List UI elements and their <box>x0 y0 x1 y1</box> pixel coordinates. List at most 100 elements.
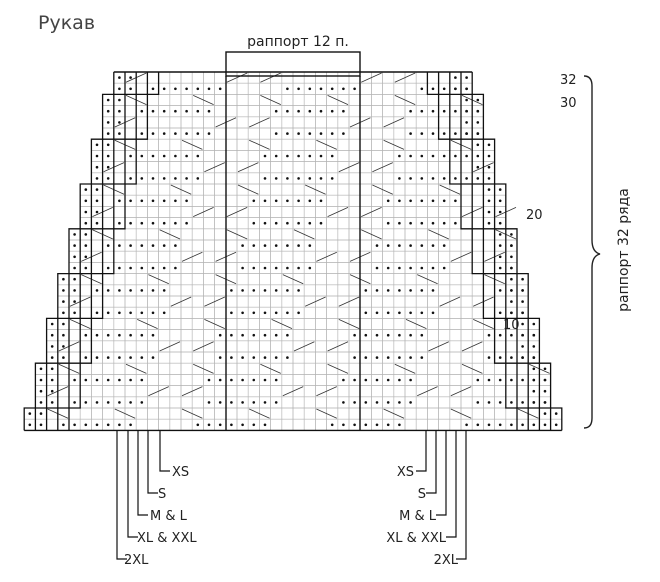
purl-dot <box>84 423 88 427</box>
purl-dot <box>151 311 155 315</box>
grid-cell <box>359 340 372 353</box>
grid-cell <box>438 374 451 386</box>
grid-cell <box>247 385 260 398</box>
edge-dot <box>476 132 480 135</box>
purl-dot <box>274 401 278 404</box>
edge-dot <box>521 277 524 281</box>
size-label-left-xlxxl: XL & XXL <box>137 531 197 546</box>
grid-cell <box>371 194 383 207</box>
grid-cell <box>281 71 294 84</box>
edge-dot <box>465 98 468 102</box>
edge-dot <box>50 322 54 326</box>
purl-dot <box>106 423 110 427</box>
grid-cell <box>214 71 227 84</box>
purl-dot <box>196 109 200 113</box>
grid-cell <box>337 239 350 252</box>
grid-cell <box>281 340 294 353</box>
purl-dot <box>151 266 155 270</box>
purl-dot <box>252 356 256 359</box>
grid-cell <box>214 262 227 274</box>
purl-dot <box>196 177 200 180</box>
grid-cell <box>57 374 70 386</box>
purl-dot <box>162 199 166 203</box>
grid-cell <box>225 82 238 95</box>
grid-cell <box>292 418 305 431</box>
grid-cell <box>124 228 137 241</box>
cable-stroke <box>204 296 225 307</box>
grid-cell <box>315 239 327 252</box>
edge-dot <box>543 389 547 393</box>
grid-cell <box>348 138 361 151</box>
cable-stroke <box>226 229 248 240</box>
size-label-right-2xl: 2XL <box>434 553 459 568</box>
purl-dot <box>398 333 401 337</box>
edge-dot <box>62 289 65 292</box>
grid-cell <box>158 362 171 375</box>
edge-dot <box>476 98 480 102</box>
grid-cell <box>203 329 215 342</box>
purl-dot <box>498 378 502 382</box>
edge-dot <box>476 165 480 169</box>
grid-cell <box>191 71 204 84</box>
grid-cell <box>203 183 215 196</box>
grid-cell <box>337 273 350 286</box>
cable-stroke <box>316 139 337 150</box>
grid-cell <box>113 206 126 218</box>
grid-cell <box>326 228 339 241</box>
grid-cell <box>483 262 495 274</box>
edge-dot <box>498 255 502 259</box>
grid-cell <box>281 161 294 174</box>
repeat-width-label: раппорт 12 п. <box>247 34 349 50</box>
grid-cell <box>270 385 283 398</box>
grid-cell <box>315 273 327 286</box>
cable-stroke <box>226 207 248 217</box>
grid-cell <box>505 340 518 353</box>
purl-dot <box>129 221 132 225</box>
edge-dot <box>543 367 547 371</box>
grid-cell <box>169 94 182 106</box>
purl-dot <box>498 356 502 359</box>
edge-dot <box>106 132 110 135</box>
purl-dot <box>218 356 222 359</box>
row-number-20: 20 <box>526 208 543 223</box>
cable-stroke <box>114 408 136 419</box>
purl-dot <box>140 154 144 158</box>
grid-cell <box>203 239 215 252</box>
grid-cell <box>169 206 182 218</box>
purl-dot <box>420 266 424 270</box>
edge-dot <box>118 98 121 102</box>
grid-cell <box>147 374 159 386</box>
grid-cell <box>124 318 137 330</box>
grid-cell <box>68 329 81 342</box>
purl-dot <box>431 311 435 315</box>
size-leader-right <box>426 430 437 494</box>
grid-cell <box>427 206 439 218</box>
grid-cell <box>382 295 395 308</box>
grid-cell <box>460 161 473 174</box>
grid-cell <box>427 407 439 420</box>
purl-dot <box>297 311 300 315</box>
grid-cell <box>247 127 260 140</box>
purl-dot <box>95 356 99 359</box>
purl-dot <box>185 199 188 203</box>
grid-cell <box>348 239 361 252</box>
purl-dot <box>498 311 502 315</box>
grid-cell <box>359 82 372 95</box>
grid-cell <box>225 94 238 106</box>
grid-cell <box>315 362 327 375</box>
grid-cell <box>427 71 439 84</box>
grid-cell <box>68 385 81 398</box>
edge-dot <box>521 289 524 292</box>
grid-cell <box>135 340 148 353</box>
purl-dot <box>308 199 312 203</box>
cable-stroke <box>170 296 192 307</box>
edge-dot <box>106 98 110 102</box>
grid-cell <box>315 94 327 106</box>
edge-dot <box>39 412 43 415</box>
grid-cell <box>516 385 529 398</box>
purl-dot <box>84 378 88 382</box>
purl-dot <box>398 199 401 203</box>
grid-cell <box>460 284 473 297</box>
purl-dot <box>375 311 379 315</box>
purl-dot <box>297 87 300 91</box>
